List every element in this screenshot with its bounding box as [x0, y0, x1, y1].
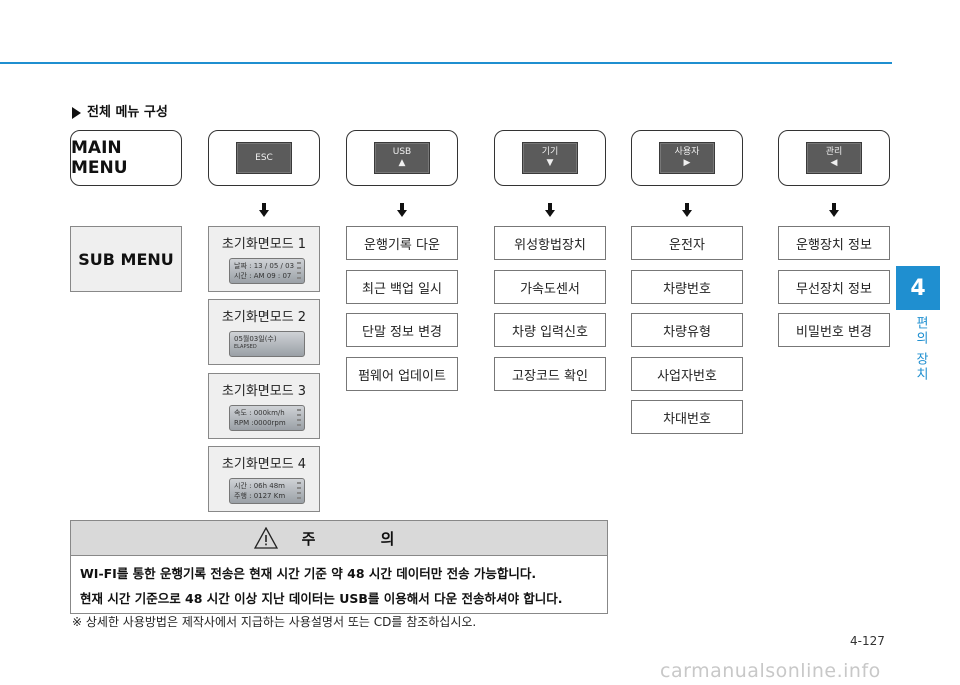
user-item[interactable]: 사업자번호 — [631, 357, 743, 391]
watermark: carmanualsonline.info — [660, 660, 881, 682]
screen-mode-title: 초기화면모드 3 — [221, 384, 307, 399]
device-item[interactable]: 고장코드 확인 — [494, 357, 606, 391]
user-button[interactable]: 사용자 ▶ — [659, 142, 715, 174]
triangle-bullet-icon — [72, 106, 81, 119]
user-item[interactable]: 차량번호 — [631, 270, 743, 304]
left-arrow-icon: ◀ — [830, 158, 838, 168]
screen-mode-2[interactable]: 초기화면모드 2 05월03일(수) ELAPSED — [208, 299, 320, 365]
down-arrow-icon — [259, 203, 269, 217]
caution-box: 주 의 WI-FI를 통한 운행기록 전송은 현재 시간 기준 약 48 시간 … — [70, 520, 608, 614]
usb-item[interactable]: 펌웨어 업데이트 — [346, 357, 458, 391]
lcd-line: 날짜 : 13 / 05 / 03 — [234, 262, 295, 270]
admin-button[interactable]: 관리 ◀ — [806, 142, 862, 174]
lcd-line: 05월03일(수) — [234, 335, 277, 343]
device-menu-box[interactable]: 기기 ▼ — [494, 130, 606, 186]
screen-mode-title: 초기화면모드 4 — [221, 457, 307, 472]
device-item[interactable]: 위성항법장치 — [494, 226, 606, 260]
usb-button[interactable]: USB ▲ — [374, 142, 430, 174]
caution-header: 주 의 — [71, 521, 607, 556]
user-button-label: 사용자 — [674, 147, 700, 157]
screen-mode-title: 초기화면모드 1 — [221, 237, 307, 252]
down-arrow-icon: ▼ — [546, 158, 554, 168]
main-menu-box: MAIN MENU — [70, 130, 182, 186]
admin-item[interactable]: 비밀번호 변경 — [778, 313, 890, 347]
right-arrow-icon: ▶ — [683, 158, 691, 168]
up-arrow-icon: ▲ — [398, 158, 406, 168]
main-menu-label: MAIN MENU — [71, 138, 128, 178]
lcd-preview: 시간 : 06h 48m 주행 : 0127 Km — [229, 478, 305, 504]
chapter-label: 편의 장치 — [913, 316, 928, 383]
lcd-line: RPM :0000rpm — [234, 419, 286, 427]
lcd-line: 주행 : 0127 Km — [234, 492, 286, 500]
esc-menu-box[interactable]: ESC — [208, 130, 320, 186]
device-button-label: 기기 — [541, 147, 559, 157]
usb-item[interactable]: 운행기록 다운 — [346, 226, 458, 260]
chapter-tab: 4 — [896, 266, 940, 310]
section-title-text: 전체 메뉴 구성 — [87, 105, 168, 120]
esc-button[interactable]: ESC — [236, 142, 292, 174]
screen-mode-4[interactable]: 초기화면모드 4 시간 : 06h 48m 주행 : 0127 Km — [208, 446, 320, 512]
usb-button-label: USB — [392, 147, 412, 157]
down-arrow-icon — [829, 203, 839, 217]
screen-mode-1[interactable]: 초기화면모드 1 날짜 : 13 / 05 / 03 시간 : AM 09 : … — [208, 226, 320, 292]
sub-menu-box: SUB MENU — [70, 226, 182, 292]
caution-title: 주 의 — [301, 529, 425, 548]
admin-menu-box[interactable]: 관리 ◀ — [778, 130, 890, 186]
page-number: 4-127 — [850, 634, 885, 648]
device-button[interactable]: 기기 ▼ — [522, 142, 578, 174]
lcd-line: 속도 : 000km/h — [234, 409, 285, 417]
usb-item[interactable]: 단말 정보 변경 — [346, 313, 458, 347]
screen-mode-3[interactable]: 초기화면모드 3 속도 : 000km/h RPM :0000rpm — [208, 373, 320, 439]
admin-item[interactable]: 무선장치 정보 — [778, 270, 890, 304]
section-title: 전체 메뉴 구성 — [72, 101, 168, 120]
device-item[interactable]: 가속도센서 — [494, 270, 606, 304]
lcd-preview: 날짜 : 13 / 05 / 03 시간 : AM 09 : 07 — [229, 258, 305, 284]
lcd-line: ELAPSED — [234, 344, 257, 350]
top-rule — [0, 62, 892, 64]
down-arrow-icon — [397, 203, 407, 217]
down-arrow-icon — [682, 203, 692, 217]
device-item[interactable]: 차량 입력신호 — [494, 313, 606, 347]
caution-line: 현재 시간 기준으로 48 시간 이상 지난 데이터는 USB를 이용해서 다운… — [80, 591, 563, 606]
footnote: ※ 상세한 사용방법은 제작사에서 지급하는 사용설명서 또는 CD를 참조하십… — [72, 615, 477, 629]
user-menu-box[interactable]: 사용자 ▶ — [631, 130, 743, 186]
admin-item[interactable]: 운행장치 정보 — [778, 226, 890, 260]
lcd-line: 시간 : AM 09 : 07 — [234, 272, 292, 280]
usb-menu-box[interactable]: USB ▲ — [346, 130, 458, 186]
screen-mode-title: 초기화면모드 2 — [221, 310, 307, 325]
user-item[interactable]: 차대번호 — [631, 400, 743, 434]
user-item[interactable]: 운전자 — [631, 226, 743, 260]
admin-button-label: 관리 — [825, 147, 843, 157]
lcd-preview: 속도 : 000km/h RPM :0000rpm — [229, 405, 305, 431]
lcd-preview: 05월03일(수) ELAPSED — [229, 331, 305, 357]
lcd-line: 시간 : 06h 48m — [234, 482, 285, 490]
down-arrow-icon — [545, 203, 555, 217]
user-item[interactable]: 차량유형 — [631, 313, 743, 347]
usb-item[interactable]: 최근 백업 일시 — [346, 270, 458, 304]
sub-menu-label: SUB MENU — [78, 249, 174, 269]
caution-line: WI-FI를 통한 운행기록 전송은 현재 시간 기준 약 48 시간 데이터만… — [80, 566, 537, 581]
warning-icon — [253, 527, 278, 549]
esc-button-label: ESC — [255, 152, 273, 163]
